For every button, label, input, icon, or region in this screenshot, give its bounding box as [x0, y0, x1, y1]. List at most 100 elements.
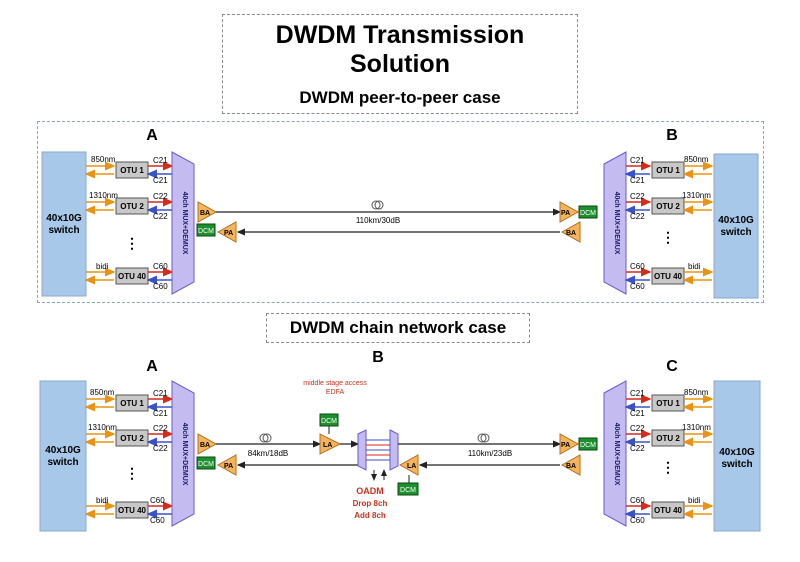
- switch-a-bottom: [39, 380, 87, 532]
- switch-label: 40x10G: [719, 447, 755, 458]
- otu-label: OTU 40: [654, 506, 683, 515]
- wavelength-label: 1310nm: [89, 191, 118, 200]
- link-label: 110km/23dB: [468, 449, 512, 458]
- ellipsis: ⋮: [661, 459, 675, 475]
- site-a-top: A 40x10G switch 850nm OTU 1 C21 C21 1310…: [41, 127, 195, 297]
- dcm-module: [397, 482, 419, 496]
- fiber-spool-icon: [259, 433, 272, 443]
- mux-demux-b-top: [603, 151, 627, 295]
- channel-label: C22: [153, 192, 168, 201]
- otu-label: OTU 1: [656, 166, 680, 175]
- otu-label: OTU 2: [656, 202, 680, 211]
- switch-label: 40x10G: [45, 445, 81, 456]
- fiber-spool-icon: [371, 200, 384, 210]
- wavelength-label: 1310nm: [682, 423, 711, 432]
- mux-label: 40ch MUX+DEMUX: [181, 192, 188, 255]
- channel-label: C22: [630, 192, 645, 201]
- wavelength-label: 850nm: [684, 388, 709, 397]
- amplifier-label: PA: [224, 230, 233, 237]
- top-link: BA DCM PA 110km/30dB PA DCM BA: [196, 200, 598, 243]
- dcm-module: [196, 456, 216, 470]
- mux-demux-a-top: [171, 151, 195, 295]
- channel-label: C22: [153, 444, 168, 453]
- wavelength-label: bidi: [96, 496, 109, 505]
- otu-label: OTU 40: [118, 272, 147, 281]
- wavelength-label: bidi: [688, 496, 701, 505]
- middle-stage-label: middle stage access: [303, 380, 367, 387]
- site-b-bottom: B middle stage access EDFA DCM LA OADM D…: [303, 349, 419, 520]
- channel-label: C60: [153, 282, 168, 291]
- amplifier-pa: [559, 433, 580, 455]
- channel-label: C21: [153, 389, 168, 398]
- otu-label: OTU 1: [120, 399, 144, 408]
- mux-label: 40ch MUX+DEMUX: [613, 192, 620, 255]
- chain-network-title: DWDM chain network case: [289, 318, 507, 337]
- wavelength-label: 1310nm: [682, 191, 711, 200]
- channel-label: C60: [630, 496, 645, 505]
- amplifier-ba: [197, 201, 218, 223]
- channel-label: C60: [150, 496, 165, 505]
- amplifier-label: PA: [224, 463, 233, 470]
- title-frame: DWDM Transmission Solution DWDM peer-to-…: [222, 14, 578, 114]
- amplifier-la: [319, 433, 342, 455]
- wavelength-label: 850nm: [91, 155, 116, 164]
- chain-title-frame: DWDM chain network case: [266, 313, 530, 343]
- amplifier-la: [398, 454, 419, 476]
- dcm-module: [196, 223, 216, 237]
- mux-label: 40ch MUX+DEMUX: [613, 423, 620, 486]
- dcm-label: DCM: [198, 461, 214, 468]
- mux-demux-c-bottom: [603, 380, 627, 527]
- amplifier-ba: [197, 433, 218, 455]
- amplifier-label: PA: [561, 210, 570, 217]
- peer-to-peer-frame: [37, 121, 764, 303]
- peer-to-peer-title: DWDM peer-to-peer case: [299, 88, 501, 107]
- amplifier-label: LA: [323, 442, 332, 449]
- mux-demux-a-bottom: [171, 380, 195, 527]
- otu-label: OTU 40: [654, 272, 683, 281]
- channel-label: C21: [630, 389, 645, 398]
- channel-label: C60: [630, 282, 645, 291]
- oadm-label: Add 8ch: [354, 511, 386, 520]
- switch-label: 40x10G: [718, 215, 754, 226]
- chain-left-link: BA DCM PA 84km/18dB: [196, 433, 358, 476]
- fiber-spool-icon: [477, 433, 490, 443]
- dcm-label: DCM: [400, 487, 416, 494]
- amplifier-ba: [560, 221, 581, 243]
- oadm-module: [357, 429, 399, 481]
- wavelength-label: bidi: [96, 262, 109, 271]
- amplifier-label: BA: [566, 463, 576, 470]
- site-a-label: A: [146, 358, 158, 375]
- dcm-label: DCM: [580, 210, 596, 217]
- switch-a-top: [41, 151, 87, 297]
- switch-label: 40x10G: [46, 213, 82, 224]
- channel-label: C22: [630, 444, 645, 453]
- site-a-bottom: A 40x10G switch 850nm OTU 1 C21 C21 1310…: [39, 358, 195, 532]
- amplifier-pa: [216, 454, 237, 476]
- site-b-top: B 40ch MUX+DEMUX C21 C21 OTU 1 850nm C22…: [603, 127, 759, 299]
- amplifier-pa: [559, 201, 580, 223]
- switch-c-bottom: [713, 380, 761, 532]
- link-label: 110km/30dB: [356, 216, 400, 225]
- switch-b-top: [713, 153, 759, 299]
- wavelength-label: 850nm: [90, 388, 115, 397]
- switch-label: switch: [48, 225, 79, 236]
- switch-label: switch: [720, 227, 751, 238]
- otu-label: OTU 2: [120, 202, 144, 211]
- otu-label: OTU 2: [120, 434, 144, 443]
- dcm-module: [578, 437, 598, 451]
- otu-label: OTU 2: [656, 434, 680, 443]
- ellipsis: ⋮: [125, 465, 139, 481]
- channel-label: C22: [153, 424, 168, 433]
- site-c-label: C: [666, 358, 678, 375]
- channel-label: C21: [153, 409, 168, 418]
- site-b-label: B: [372, 349, 384, 366]
- amplifier-pa: [216, 221, 237, 243]
- channel-label: C22: [153, 212, 168, 221]
- amplifier-label: BA: [200, 210, 210, 217]
- channel-label: C60: [630, 516, 645, 525]
- mux-label: 40ch MUX+DEMUX: [181, 423, 188, 486]
- channel-label: C21: [630, 156, 645, 165]
- otu-label: OTU 40: [118, 506, 147, 515]
- channel-label: C21: [630, 176, 645, 185]
- page-title: DWDM Transmission Solution: [275, 21, 525, 78]
